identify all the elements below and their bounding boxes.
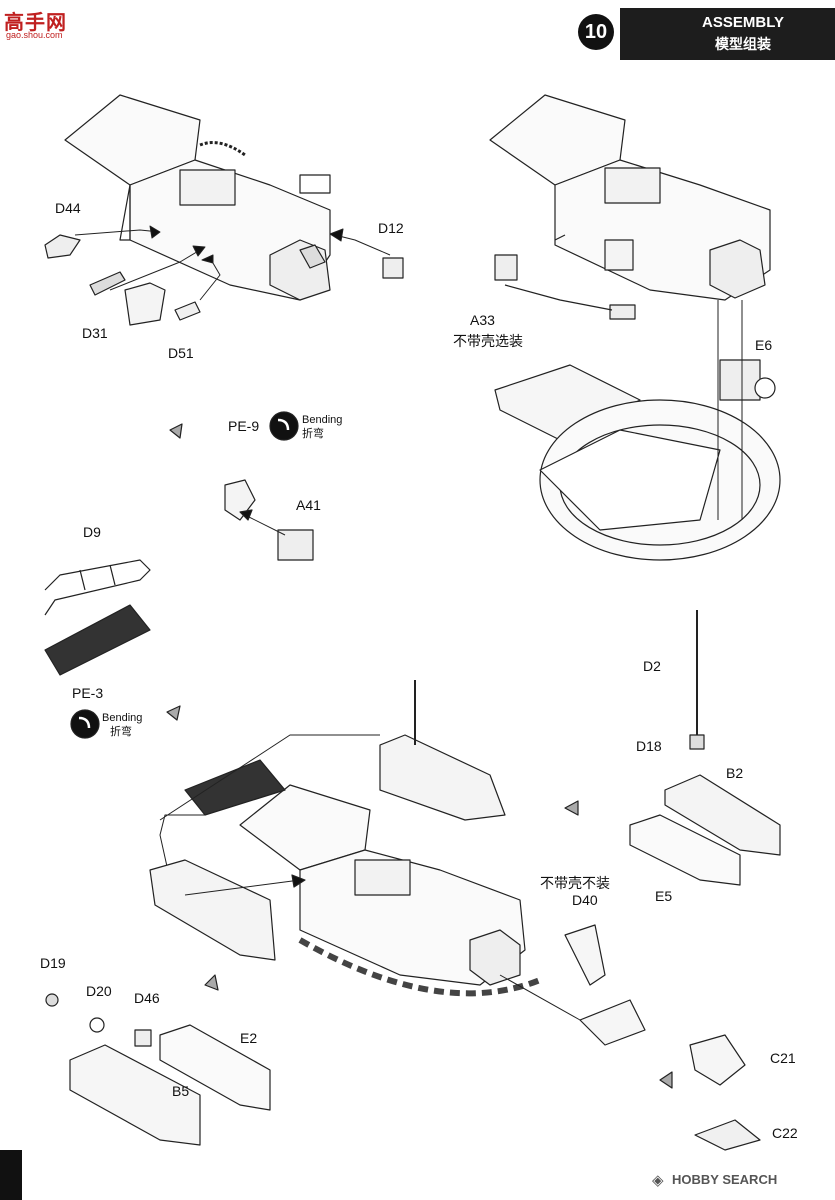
part-d46 [134, 1029, 152, 1047]
bending-2-en: Bending [102, 712, 143, 724]
antenna-box [379, 734, 506, 821]
watermark-logo: 高手网 [4, 12, 67, 34]
bending-1-zh: 折弯 [302, 428, 324, 440]
part-d18 [689, 734, 705, 750]
label-b2: B2 [726, 765, 744, 781]
turret-bottom-main [239, 784, 542, 997]
label-d51: D51 [168, 345, 194, 361]
label-d20: D20 [86, 983, 112, 999]
label-a33: A33 [470, 312, 495, 328]
dir-arrow-4 [204, 974, 219, 991]
label-d19: D19 [40, 955, 66, 971]
label-d46: D46 [134, 990, 160, 1006]
label-d18: D18 [636, 738, 662, 754]
turret-top-right [489, 94, 771, 320]
part-d51 [174, 301, 201, 321]
box-b2 [664, 774, 781, 856]
box-e5 [629, 814, 741, 886]
part-c21 [689, 1034, 746, 1086]
dir-arrow-5 [659, 1071, 673, 1089]
dir-arrow-3 [564, 800, 579, 816]
part-c22 [694, 1119, 761, 1151]
label-pe3: PE-3 [72, 685, 104, 701]
part-d20 [89, 1017, 105, 1033]
label-e6: E6 [755, 337, 773, 353]
label-c21: C21 [770, 1050, 796, 1066]
label-d40: D40 [572, 892, 598, 908]
page-edge-strip [0, 1150, 22, 1200]
part-d31 [89, 271, 126, 296]
label-pe9: PE-9 [228, 418, 260, 434]
label-d44: D44 [55, 200, 81, 216]
label-c22: C22 [772, 1125, 798, 1141]
hobby-search-icon: ◈ [652, 1172, 664, 1189]
label-a41: A41 [296, 497, 321, 513]
rear-box-left [149, 859, 276, 961]
bending-1-en: Bending [302, 414, 343, 426]
part-d44 [44, 234, 81, 259]
part-d9-rack [44, 559, 151, 616]
part-a41 [277, 529, 314, 561]
bending-icon-2 [70, 709, 100, 739]
dir-arrow-2 [166, 705, 181, 721]
label-b5: B5 [172, 1083, 190, 1099]
turret-top-left [64, 94, 331, 301]
footer-brand: HOBBY SEARCH [672, 1172, 778, 1187]
dir-arrow-1 [169, 423, 183, 439]
bending-icon-1 [269, 411, 299, 441]
part-d51-box [124, 282, 166, 326]
bending-2-zh: 折弯 [110, 726, 132, 738]
part-pe3-mesh [44, 604, 151, 676]
watermark-url: gao.shou.com [6, 30, 63, 40]
turret-basket [494, 300, 781, 561]
label-d9: D9 [83, 524, 101, 540]
part-e6 [719, 359, 761, 401]
page-subtitle: 模型组装 [715, 36, 771, 52]
part-d12 [382, 257, 404, 279]
part-d40 [564, 924, 606, 986]
label-a33-note: 不带壳选装 [453, 333, 523, 349]
label-d2: D2 [643, 658, 661, 674]
label-e2: E2 [240, 1030, 258, 1046]
step-number-badge: 10 [578, 14, 614, 50]
label-d31: D31 [82, 325, 108, 341]
arrows-top-left [74, 225, 391, 301]
header-bar [620, 8, 835, 60]
box-b5 [69, 1044, 201, 1146]
page-title: ASSEMBLY [702, 14, 784, 31]
part-shield [579, 999, 646, 1046]
mesh-basket [184, 759, 286, 816]
part-d19 [45, 993, 59, 1007]
label-d40-note: 不带壳不装 [540, 875, 610, 891]
box-e2 [159, 1024, 271, 1111]
part-pe9 [224, 479, 256, 521]
label-d12: D12 [378, 220, 404, 236]
label-e5: E5 [655, 888, 673, 904]
